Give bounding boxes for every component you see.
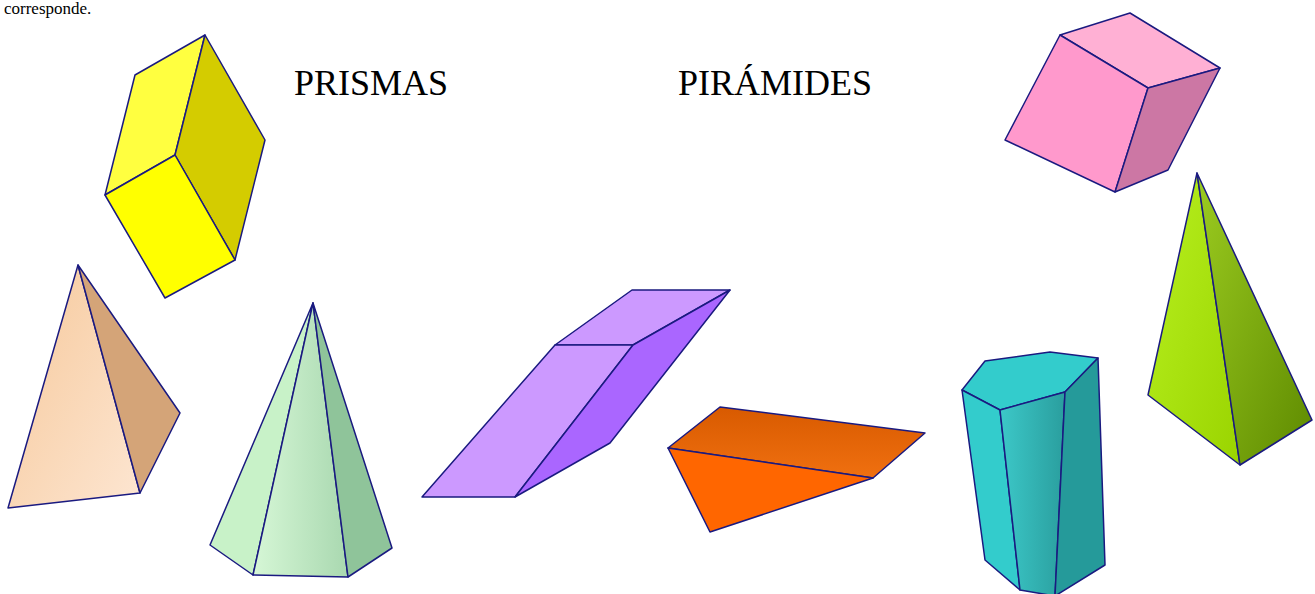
instruction-fragment: corresponde. xyxy=(4,0,91,19)
category-heading: PRISMAS xyxy=(294,64,448,104)
category-heading: PIRÁMIDES xyxy=(678,64,872,104)
triangular-pyramid xyxy=(668,407,925,532)
pink-prism xyxy=(1005,13,1220,192)
yellow-prism xyxy=(105,35,265,298)
hexagonal-prism xyxy=(962,352,1105,594)
hexagonal-pyramid xyxy=(210,303,392,577)
peach-pyramid xyxy=(8,265,180,508)
lime-pyramid xyxy=(1148,173,1312,465)
